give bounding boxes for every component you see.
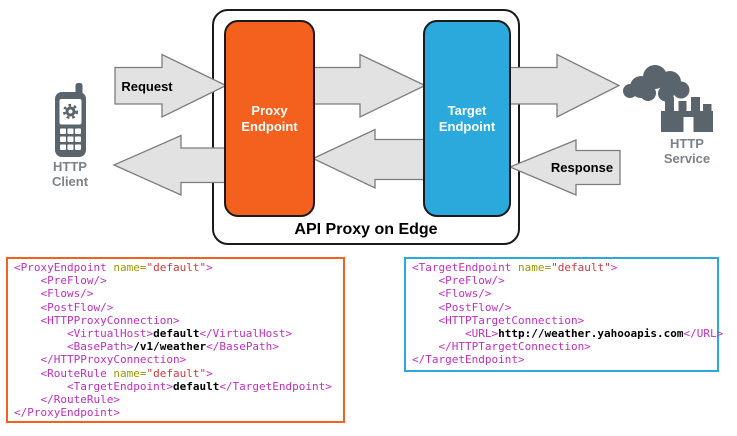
code-line: <TargetEndpoint>default</TargetEndpoint> xyxy=(14,379,332,393)
factory-door xyxy=(683,117,694,132)
smoke-cloud-icon xyxy=(623,65,690,102)
code-line: <HTTPTargetConnection> xyxy=(412,313,585,327)
target-endpoint-code-box: <TargetEndpoint name="default"> <PreFlow… xyxy=(404,257,724,372)
target-endpoint-box: Target Endpoint xyxy=(423,20,511,217)
http-service-icon xyxy=(623,65,713,132)
code-line: </ProxyEndpoint> xyxy=(14,406,120,420)
proxy-endpoint-label: Proxy Endpoint xyxy=(241,102,298,134)
response-to-client-arrow xyxy=(112,134,227,197)
code-line: </RouteRule> xyxy=(14,392,120,406)
code-line: <VirtualHost>default</VirtualHost> xyxy=(14,326,293,340)
api-proxy-container-label: API Proxy on Edge xyxy=(294,221,438,238)
code-line: <PreFlow/> xyxy=(14,274,107,288)
target-to-proxy-arrow xyxy=(311,128,426,190)
request-arrow xyxy=(114,53,228,119)
factory-icon xyxy=(661,97,713,132)
diagram-canvas xyxy=(55,53,713,197)
code-line: <HTTPProxyConnection> xyxy=(14,313,180,327)
code-line: <ProxyEndpoint name="default"> xyxy=(14,261,213,274)
target-to-service-arrow xyxy=(508,53,621,119)
proxy-endpoint-code-box: <ProxyEndpoint name="default"> <PreFlow/… xyxy=(6,257,345,423)
http-service-label: HTTP Service xyxy=(663,136,711,166)
request-label: Request xyxy=(121,79,173,94)
code-line: <Flows/> xyxy=(14,287,94,301)
gear-icon xyxy=(62,103,79,120)
code-line: </HTTPTargetConnection> xyxy=(412,340,591,354)
phone-keypad xyxy=(60,128,81,150)
code-line: <PreFlow/> xyxy=(412,274,505,288)
code-line: <PostFlow/> xyxy=(14,300,114,314)
code-line: </HTTPProxyConnection> xyxy=(14,353,187,367)
proxy-to-target-arrow xyxy=(311,53,427,119)
target-endpoint-label: Target Endpoint xyxy=(438,102,496,134)
code-line: <RouteRule name="default"> xyxy=(14,366,213,380)
http-client-icon xyxy=(55,83,86,157)
code-line: <PostFlow/> xyxy=(412,300,512,314)
http-client-label: HTTP Client xyxy=(51,159,89,189)
code-line: <URL>http://weather.yahooapis.com</URL> xyxy=(412,326,724,340)
code-line: <TargetEndpoint name="default"> xyxy=(412,261,618,274)
code-line: <BasePath>/v1/weather</BasePath> xyxy=(14,340,279,354)
code-line: </TargetEndpoint> xyxy=(412,353,525,367)
response-arrow xyxy=(508,139,621,196)
response-label: Response xyxy=(550,160,614,175)
code-line: <Flows/> xyxy=(412,287,492,301)
proxy-endpoint-box: Proxy Endpoint xyxy=(224,20,315,217)
